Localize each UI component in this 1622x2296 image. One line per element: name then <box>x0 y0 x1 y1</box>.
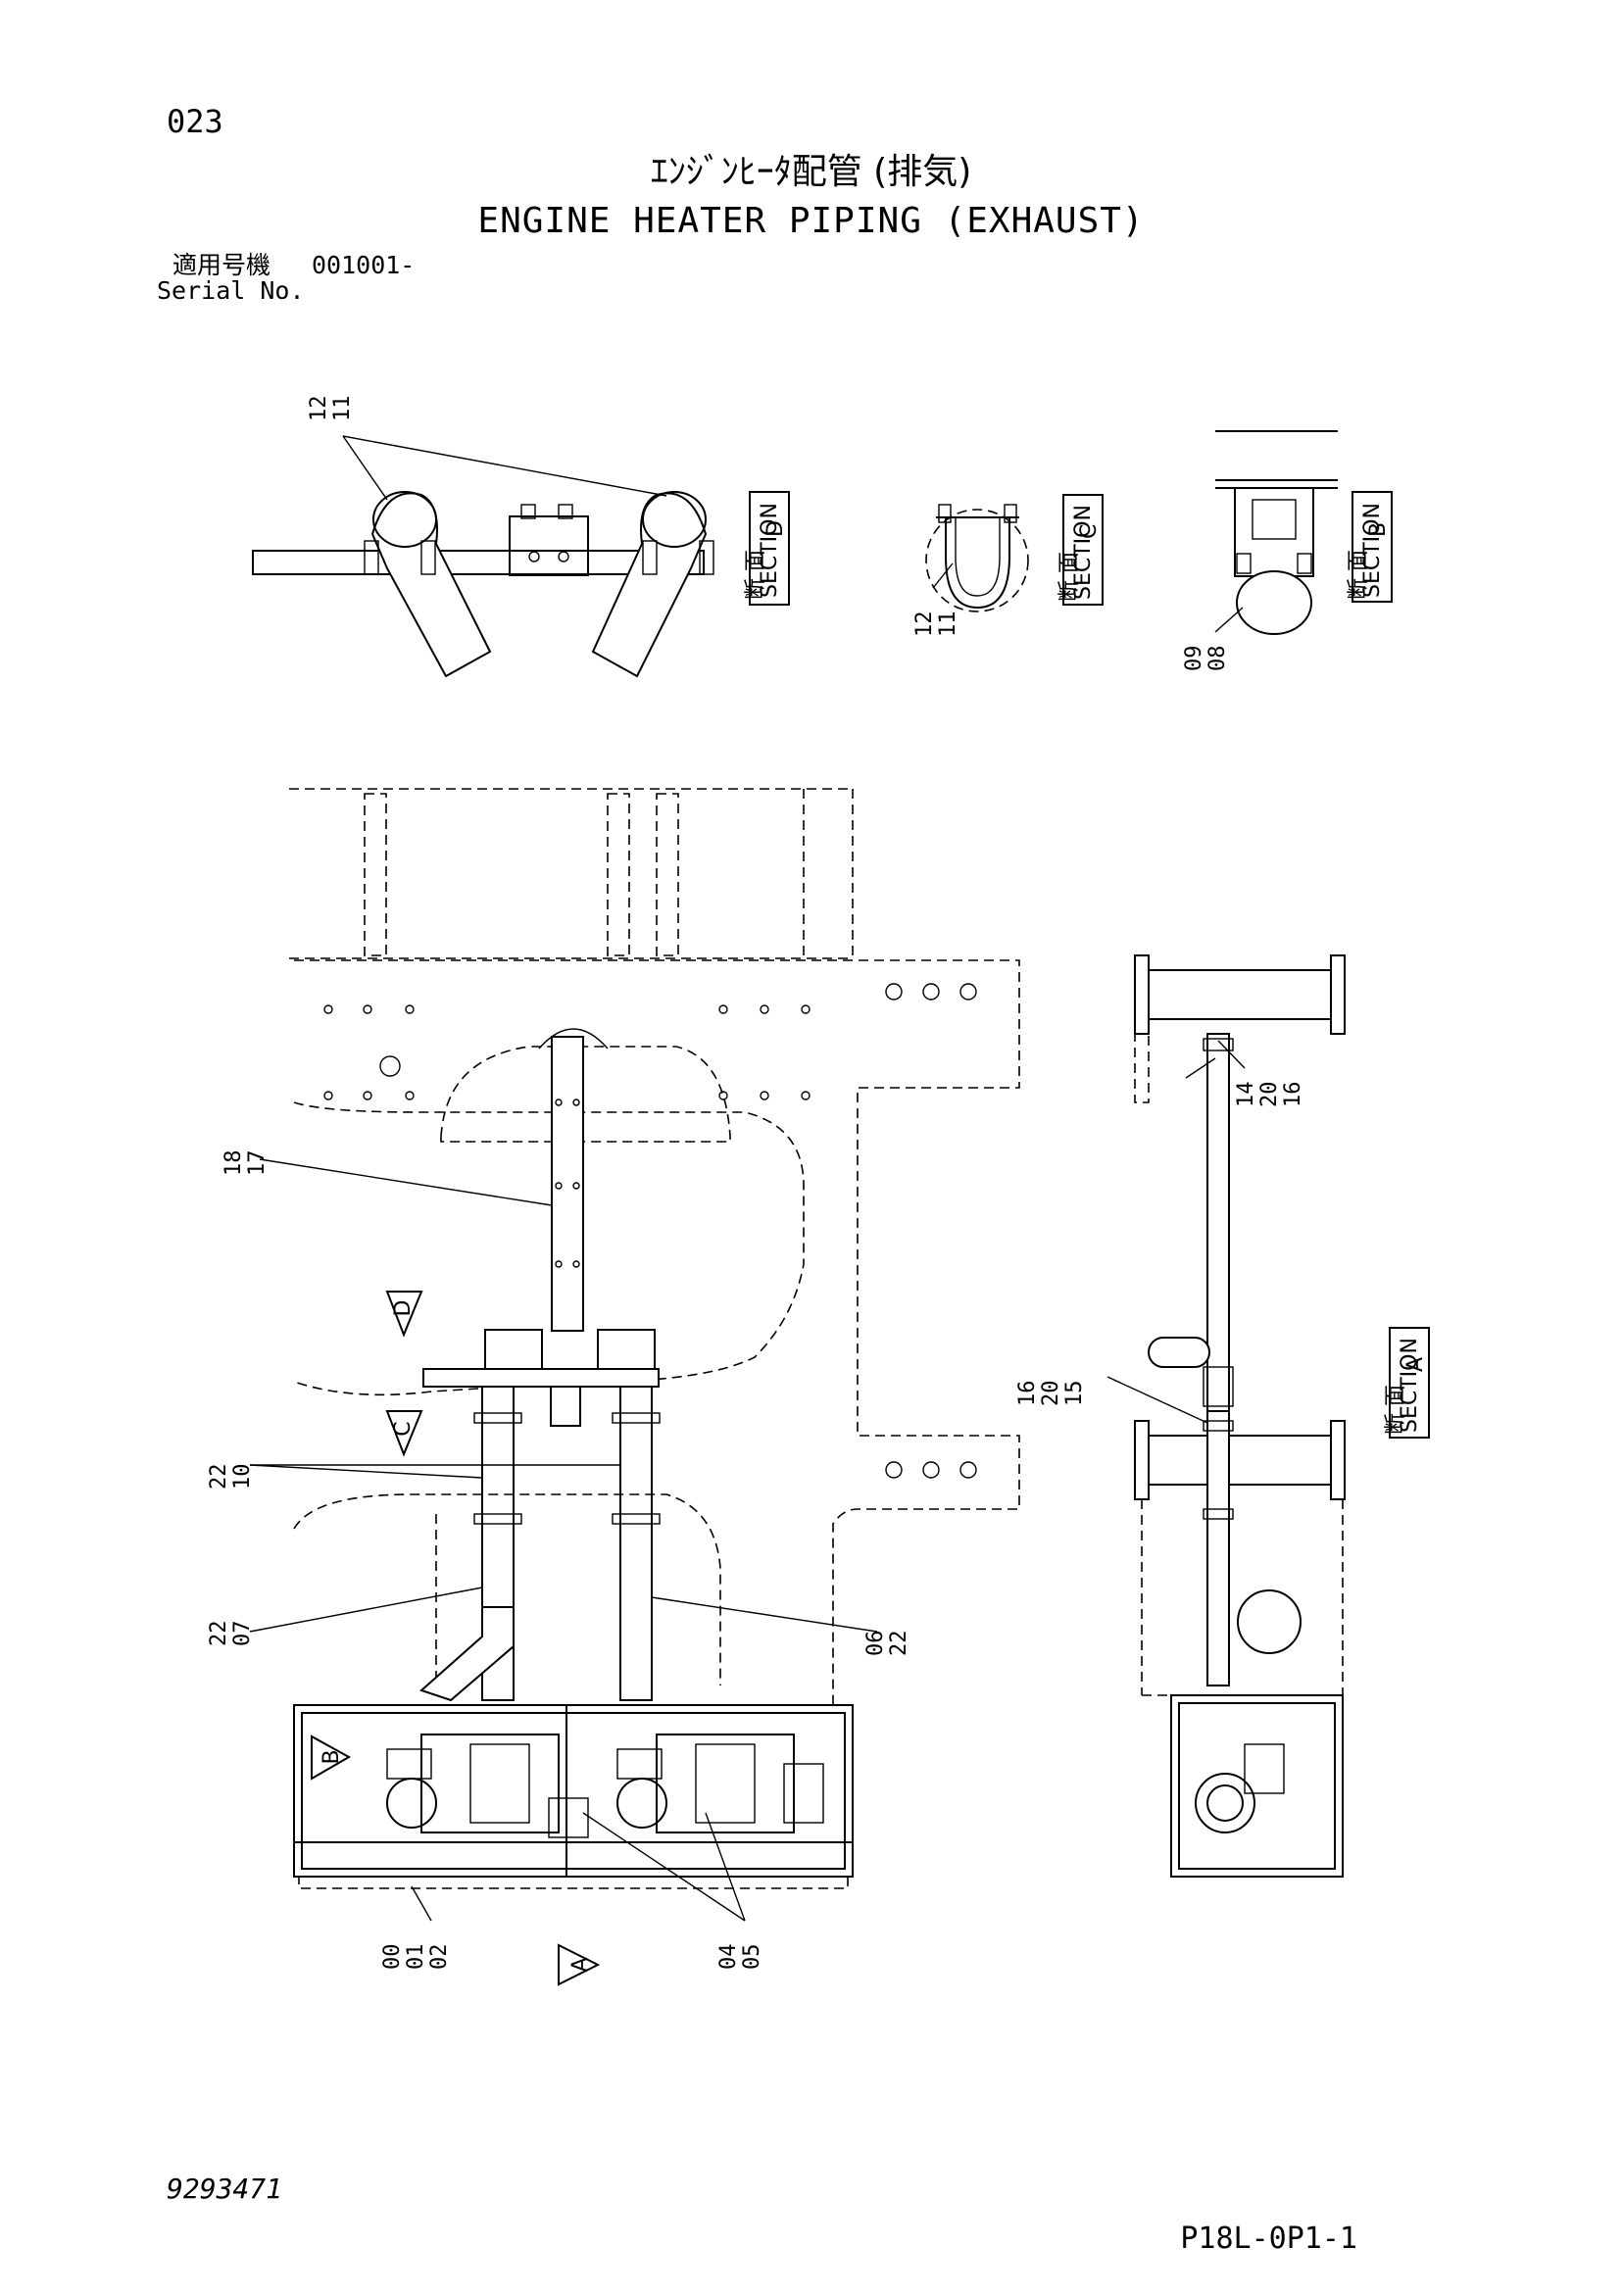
title-japanese: ｴﾝｼﾞﾝﾋｰﾀ配管 (排気) <box>650 152 972 192</box>
leader-line <box>1217 1040 1246 1069</box>
leader-line <box>411 1885 432 1922</box>
svg-text:SECTION: SECTION <box>758 503 782 598</box>
svg-text:12: 12 <box>912 611 937 638</box>
svg-text:SECTION: SECTION <box>1071 505 1096 600</box>
svg-text:15: 15 <box>1062 1381 1087 1407</box>
title-english: ENGINE HEATER PIPING (EXHAUST) <box>477 201 1145 241</box>
svg-text:A: A <box>1403 1357 1428 1372</box>
svg-text:断 面: 断 面 <box>1057 552 1082 602</box>
callout-top-d: 12 11 <box>307 396 355 422</box>
side-view-section-a <box>1134 954 1346 1878</box>
view-c-detail <box>925 504 1029 612</box>
svg-text:04: 04 <box>716 1944 741 1971</box>
callout-top-c: 12 11 <box>912 611 960 638</box>
view-d-detail <box>252 435 714 678</box>
svg-text:17: 17 <box>245 1150 270 1177</box>
svg-text:06: 06 <box>863 1631 888 1657</box>
leader-line <box>705 1812 746 1922</box>
svg-text:02: 02 <box>427 1944 452 1971</box>
heater-unit-right <box>616 1734 824 1833</box>
svg-text:SECTION: SECTION <box>1360 503 1385 598</box>
leader-line <box>259 1158 553 1206</box>
leader-line <box>651 1596 878 1633</box>
svg-text:断 面: 断 面 <box>1384 1385 1408 1435</box>
svg-text:09: 09 <box>1182 646 1206 672</box>
svg-text:20: 20 <box>1039 1381 1063 1407</box>
svg-text:22: 22 <box>207 1464 231 1490</box>
svg-text:16: 16 <box>1015 1381 1040 1407</box>
svg-text:08: 08 <box>1205 646 1230 672</box>
leader-line <box>582 1812 746 1922</box>
svg-text:14: 14 <box>1234 1082 1258 1108</box>
svg-text:D: D <box>391 1300 416 1317</box>
svg-text:00: 00 <box>380 1944 405 1971</box>
svg-text:11: 11 <box>936 611 960 638</box>
svg-text:10: 10 <box>230 1464 255 1490</box>
hole-pattern <box>323 983 977 1479</box>
view-marker-c: C <box>385 1410 423 1457</box>
callout-number: 12 <box>307 396 331 422</box>
svg-text:20: 20 <box>1257 1082 1282 1108</box>
serial-label-japanese: 適用号機 <box>172 251 271 279</box>
svg-text:D: D <box>763 520 788 537</box>
leader-line <box>249 1587 483 1633</box>
svg-text:C: C <box>1077 524 1102 539</box>
svg-text:18: 18 <box>221 1150 246 1177</box>
svg-text:22: 22 <box>887 1631 911 1657</box>
svg-text:B: B <box>319 1749 344 1764</box>
main-plan-view <box>289 788 1020 1889</box>
section-a-label: A SECTION 断 面 <box>1384 1327 1430 1439</box>
svg-text:SECTION: SECTION <box>1398 1338 1422 1433</box>
callout-top-b: 09 08 <box>1182 646 1230 672</box>
svg-text:16: 16 <box>1281 1082 1305 1108</box>
callout-main-00: 00 01 02 <box>380 1944 452 1971</box>
view-b-detail <box>1214 430 1338 635</box>
callout-main-04: 04 05 <box>716 1944 764 1971</box>
svg-text:断 面: 断 面 <box>1347 550 1371 600</box>
callout-side-upper: 14 20 16 <box>1234 1082 1305 1108</box>
section-b-label: B SECTION 断 面 <box>1347 491 1393 603</box>
view-marker-a: A <box>558 1943 601 1986</box>
callout-main-07: 22 07 <box>207 1621 255 1647</box>
svg-text:A: A <box>568 1957 593 1972</box>
callout-number: 11 <box>330 396 355 422</box>
callout-main-10: 22 10 <box>207 1464 255 1490</box>
page-number: 023 <box>167 103 223 140</box>
svg-text:01: 01 <box>404 1944 428 1971</box>
callout-side-mid: 16 20 15 <box>1015 1381 1087 1407</box>
leader-line <box>249 1464 483 1479</box>
drawing-number: 9293471 <box>167 2173 283 2205</box>
section-d-label: D SECTION 断 面 <box>744 491 790 606</box>
part-code: P18L-0P1-1 <box>1180 2222 1357 2256</box>
callout-main-17: 18 17 <box>221 1150 270 1177</box>
svg-text:07: 07 <box>230 1621 255 1647</box>
heater-unit-left <box>386 1734 589 1838</box>
svg-text:05: 05 <box>740 1944 764 1971</box>
leader-line <box>1106 1376 1208 1424</box>
serial-value: 001001- <box>312 251 416 279</box>
view-marker-b: B <box>311 1734 352 1781</box>
serial-label-english: Serial No. <box>157 276 305 305</box>
svg-text:22: 22 <box>207 1621 231 1647</box>
svg-text:C: C <box>391 1421 416 1436</box>
view-marker-d: D <box>385 1291 423 1338</box>
callout-main-06: 06 22 <box>863 1631 911 1657</box>
section-c-label: C SECTION 断 面 <box>1057 494 1104 606</box>
svg-text:B: B <box>1366 522 1391 537</box>
svg-text:断 面: 断 面 <box>744 550 768 600</box>
